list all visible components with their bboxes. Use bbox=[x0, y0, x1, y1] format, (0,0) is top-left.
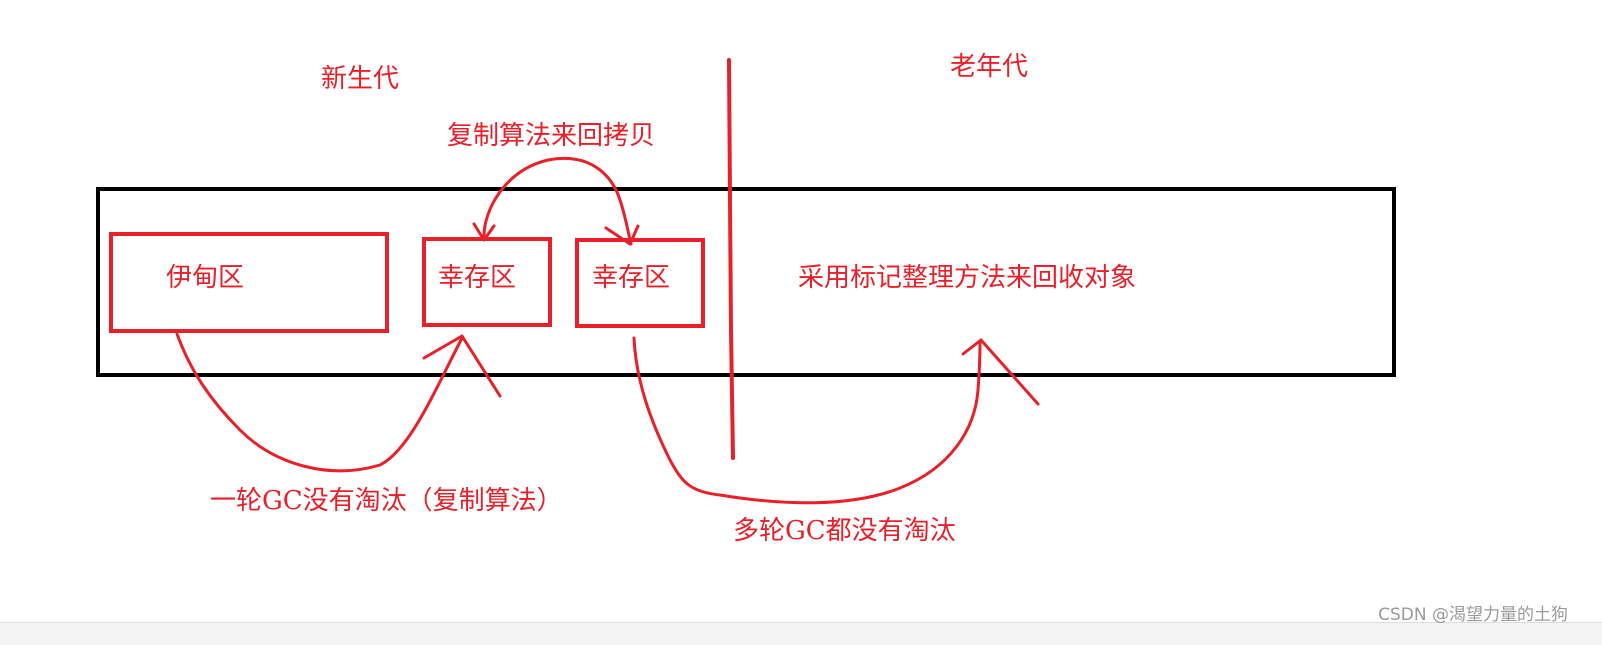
survivor-to-old-arrowhead bbox=[961, 338, 1040, 406]
survivor-box-1 bbox=[422, 237, 552, 327]
eden-box bbox=[109, 232, 389, 333]
csdn-watermark: CSDN @渴望力量的土狗 bbox=[1378, 605, 1568, 625]
young-generation-label: 新生代 bbox=[321, 64, 400, 94]
copy-back-and-forth-label: 复制算法来回拷贝 bbox=[447, 121, 656, 151]
footer-bar bbox=[0, 622, 1602, 645]
copy-arc-arrowhead-left bbox=[472, 222, 496, 242]
eden-to-survivor-arrowhead bbox=[422, 334, 502, 398]
multi-gc-survive-label: 多轮GC都没有淘汰 bbox=[733, 516, 956, 546]
copy-arc bbox=[482, 157, 633, 246]
eden-label: 伊甸区 bbox=[166, 263, 245, 293]
survivor-2-label: 幸存区 bbox=[592, 263, 671, 293]
heap-outline-box bbox=[96, 187, 1396, 377]
old-generation-label: 老年代 bbox=[950, 52, 1029, 82]
eden-to-survivor-arrow bbox=[175, 332, 464, 473]
copy-arc-arrowhead-right bbox=[604, 224, 640, 246]
survivor-to-old-arrow bbox=[632, 336, 982, 505]
one-gc-survive-label: 一轮GC没有淘汰（复制算法） bbox=[210, 486, 563, 516]
generation-divider-line bbox=[727, 58, 735, 460]
old-gen-method-label: 采用标记整理方法来回收对象 bbox=[798, 263, 1137, 293]
survivor-box-2 bbox=[575, 238, 705, 328]
survivor-1-label: 幸存区 bbox=[438, 263, 517, 293]
